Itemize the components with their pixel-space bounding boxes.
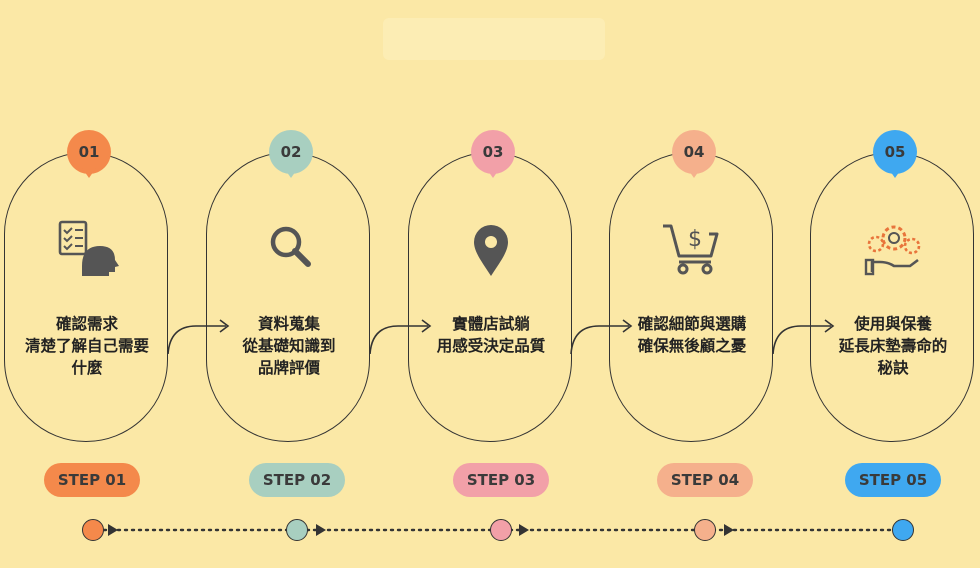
caption-line: 秘訣 [877, 359, 909, 377]
step-capsule [408, 152, 572, 442]
step-4: 04 $ 確認細節與選購 確保無後顧之憂 [607, 130, 777, 450]
step-caption: 確認需求 清楚了解自己需要 什麼 [2, 313, 172, 379]
caption-line: 從基礎知識到 [242, 337, 336, 355]
step-caption: 確認細節與選購 確保無後顧之憂 [607, 313, 777, 357]
caption-title: 實體店試躺 [452, 315, 530, 333]
step-label-pill: STEP 04 [657, 463, 753, 497]
step-1: 01 確認需求 清楚了解自己需要 什麼 [2, 130, 172, 450]
step-caption: 資料蒐集 從基礎知識到 品牌評價 [204, 313, 374, 379]
step-caption: 實體店試躺 用感受決定品質 [406, 313, 576, 357]
step-capsule [4, 152, 168, 442]
step-capsule [206, 152, 370, 442]
caption-line: 清楚了解自己需要 [24, 337, 149, 355]
timeline-dot [694, 519, 716, 541]
step-label-pill: STEP 02 [249, 463, 345, 497]
timeline-dot [286, 519, 308, 541]
step-3: 03 實體店試躺 用感受決定品質 [406, 130, 576, 450]
timeline [0, 510, 980, 550]
blurred-banner [383, 18, 605, 60]
step-5: 05 使用與保養 延長床墊壽命的 秘訣 [808, 130, 978, 450]
step-2: 02 資料蒐集 從基礎知識到 品牌評價 [204, 130, 374, 450]
step-capsule [609, 152, 773, 442]
step-label-pill: STEP 05 [845, 463, 941, 497]
caption-line: 確保無後顧之憂 [637, 337, 747, 355]
checklist-head-icon [58, 220, 119, 276]
caption-line: 品牌評價 [257, 359, 320, 377]
caption-title: 確認需求 [55, 315, 118, 333]
timeline-dot [892, 519, 914, 541]
caption-line: 延長床墊壽命的 [838, 337, 948, 355]
step-label-pill: STEP 03 [453, 463, 549, 497]
step-number-badge: 04 [672, 130, 716, 178]
svg-text:$: $ [688, 227, 702, 252]
step-capsule [810, 152, 974, 442]
timeline-dot [490, 519, 512, 541]
magnifier-icon [270, 226, 311, 267]
step-number-badge: 02 [269, 130, 313, 178]
caption-title: 資料蒐集 [257, 315, 320, 333]
caption-title: 使用與保養 [854, 315, 932, 333]
step-number-badge: 03 [471, 130, 515, 178]
timeline-dot [82, 519, 104, 541]
caption-title: 確認細節與選購 [637, 315, 747, 333]
step-label-pill: STEP 01 [44, 463, 140, 497]
step-caption: 使用與保養 延長床墊壽命的 秘訣 [808, 313, 978, 379]
caption-line: 什麼 [71, 359, 103, 377]
step-number-badge: 05 [873, 130, 917, 178]
caption-line: 用感受決定品質 [436, 337, 546, 355]
shopping-cart-dollar-icon: $ [663, 224, 719, 275]
location-pin-icon [474, 225, 508, 276]
step-number-badge: 01 [67, 130, 111, 178]
gears-hand-icon [864, 225, 921, 276]
